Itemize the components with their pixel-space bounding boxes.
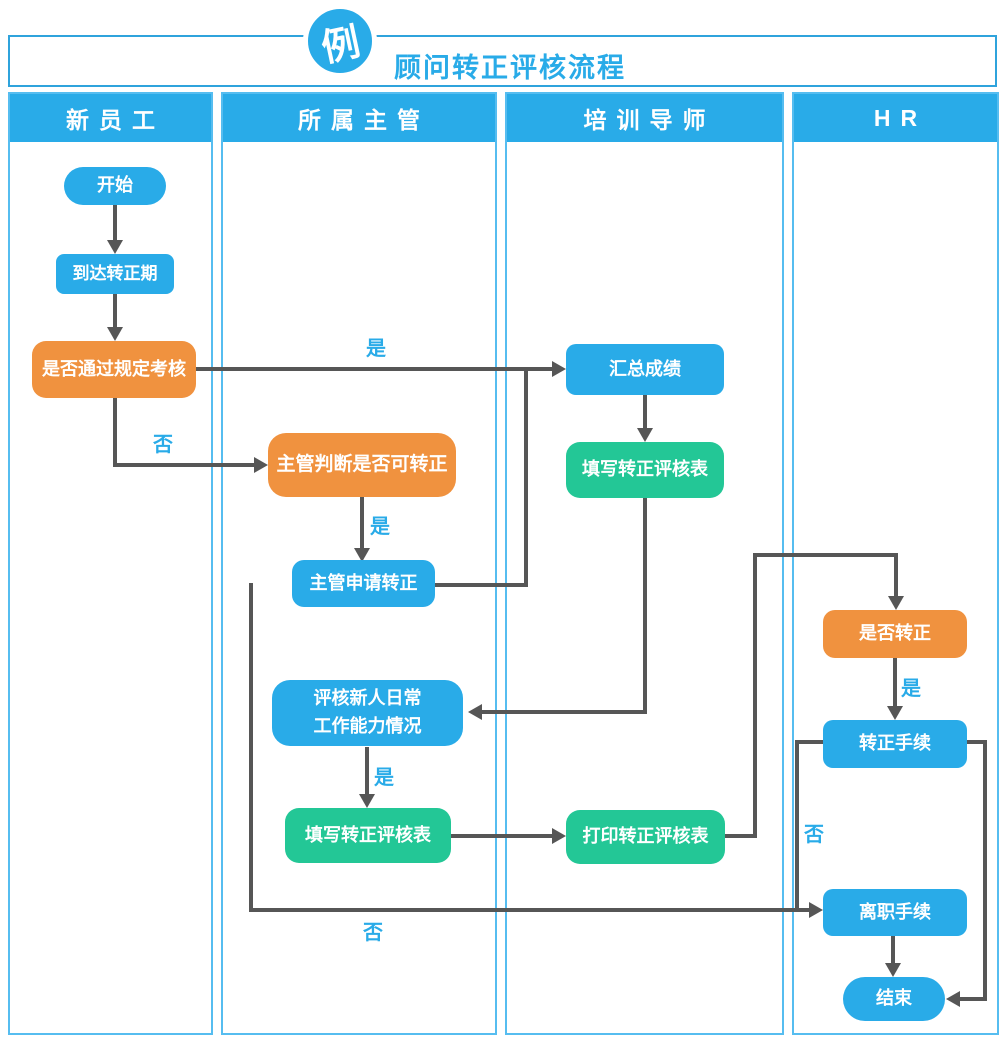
lane-header-hr: HR — [794, 94, 997, 142]
edge-print-to-confirm — [725, 834, 757, 838]
edge-label-yes: 是 — [374, 767, 394, 789]
lane-header-mentor: 培训导师 — [507, 94, 782, 142]
edge-resign-to-end — [891, 936, 895, 963]
edge-apply-to-resign — [249, 908, 809, 912]
lane-header-supervisor: 所属主管 — [223, 94, 495, 142]
arrowhead — [885, 963, 901, 977]
edge-fill-to-assess — [480, 710, 647, 714]
edge-judge-to-apply — [360, 497, 364, 548]
example-badge: 例 — [303, 4, 377, 78]
edge-exam-to-judge — [113, 463, 254, 467]
node-confirm-regular: 是否转正 — [823, 610, 967, 658]
node-summarize-scores: 汇总成绩 — [566, 344, 724, 395]
edge-confirm-to-regular — [893, 658, 897, 706]
edge-reach-to-exam — [113, 294, 117, 328]
arrowhead — [254, 457, 268, 473]
edge-assess-to-fill — [365, 747, 369, 794]
node-start: 开始 — [64, 167, 166, 205]
edge-label-yes: 是 — [901, 678, 921, 700]
edge-label-no: 否 — [363, 922, 383, 944]
node-print-form: 打印转正评核表 — [566, 810, 725, 864]
arrowhead — [354, 548, 370, 562]
edge-apply-to-summary — [524, 369, 528, 585]
node-assess-daily-line2: 工作能力情况 — [313, 716, 422, 736]
arrowhead — [946, 991, 960, 1007]
lane-new-employee: 新员工 — [8, 92, 213, 1035]
edge-fill-to-print — [451, 834, 552, 838]
edge-start-to-reach — [113, 205, 117, 241]
edge-print-to-confirm — [753, 555, 757, 836]
edge-regular-to-resign — [797, 740, 823, 744]
arrowhead — [552, 828, 566, 844]
node-fill-form-mentor: 填写转正评核表 — [566, 442, 724, 498]
arrowhead — [809, 902, 823, 918]
node-reach-period: 到达转正期 — [56, 254, 174, 294]
node-resign-procedure: 离职手续 — [823, 889, 967, 936]
edge-label-yes: 是 — [366, 338, 386, 360]
node-regular-procedure: 转正手续 — [823, 720, 967, 768]
arrowhead — [359, 794, 375, 808]
edge-apply-to-resign — [249, 583, 253, 910]
node-pass-exam: 是否通过规定考核 — [32, 341, 196, 398]
node-supervisor-apply: 主管申请转正 — [292, 560, 435, 607]
arrowhead — [887, 706, 903, 720]
edge-fill-to-assess — [643, 498, 647, 712]
edge-exam-to-judge — [113, 398, 117, 465]
edge-label-yes: 是 — [370, 516, 390, 538]
page-title: 顾问转正评核流程 — [394, 53, 626, 83]
arrowhead — [107, 327, 123, 341]
lane-header-new-employee: 新员工 — [10, 94, 211, 142]
edge-regular-to-resign — [795, 740, 799, 910]
arrowhead — [552, 361, 566, 377]
arrowhead — [637, 428, 653, 442]
node-supervisor-judge: 主管判断是否可转正 — [268, 433, 456, 497]
node-fill-form-supervisor: 填写转正评核表 — [285, 808, 451, 863]
edge-label-no: 否 — [804, 824, 824, 846]
edge-summary-to-fill — [643, 395, 647, 428]
node-end: 结束 — [843, 977, 945, 1021]
edge-regular-to-end — [960, 997, 987, 1001]
arrowhead — [468, 704, 482, 720]
node-assess-daily: 评核新人日常 工作能力情况 — [272, 680, 463, 746]
edge-exam-to-summary — [196, 367, 552, 371]
title-box — [8, 35, 997, 87]
edge-regular-to-end — [983, 740, 987, 999]
arrowhead — [107, 240, 123, 254]
node-assess-daily-line1: 评核新人日常 — [313, 688, 422, 709]
edge-label-no: 否 — [153, 434, 173, 456]
edge-regular-to-end — [967, 740, 987, 744]
edge-apply-to-summary — [435, 583, 528, 587]
arrowhead — [888, 596, 904, 610]
edge-print-to-confirm — [894, 553, 898, 596]
example-badge-label: 例 — [317, 20, 364, 70]
edge-print-to-confirm — [753, 553, 898, 557]
